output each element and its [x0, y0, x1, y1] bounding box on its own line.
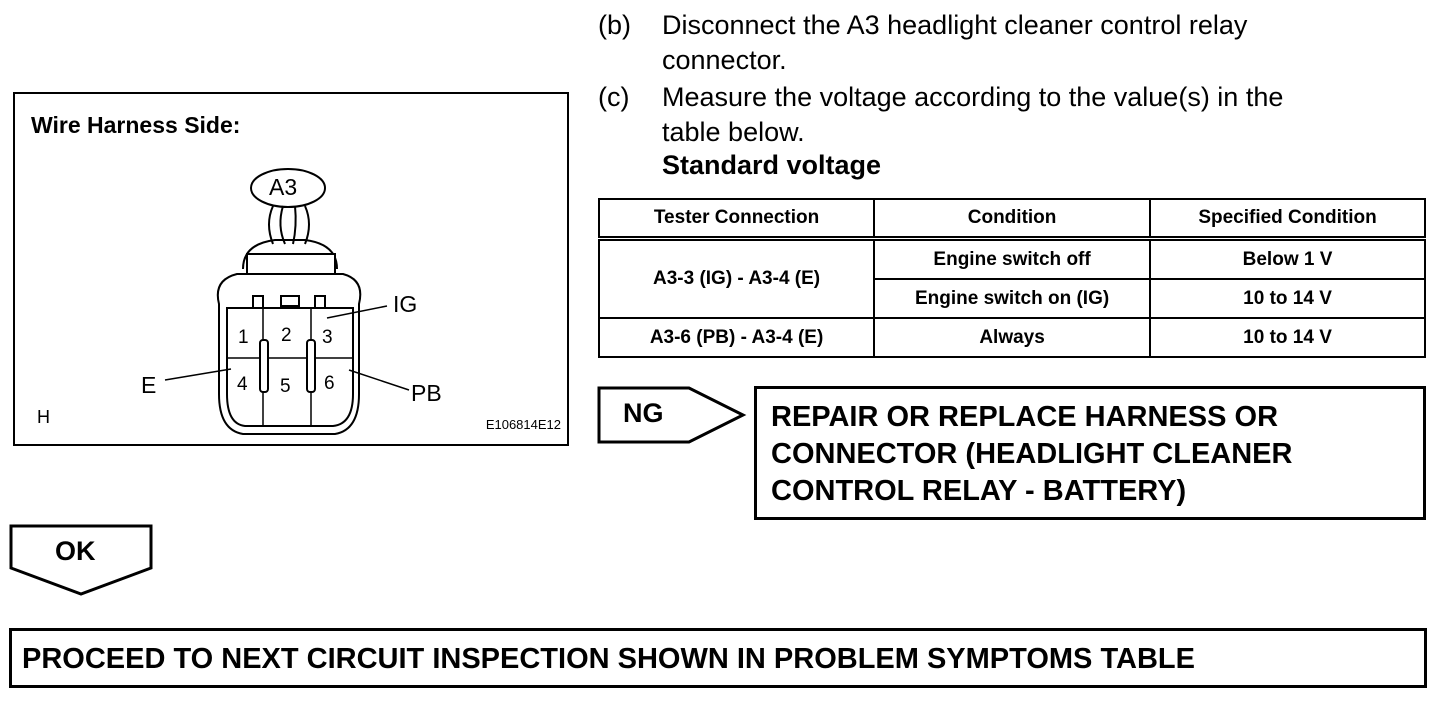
table-row: A3-3 (IG) - A3-4 (E) Engine switch off B…	[597, 237, 1426, 319]
e-label: E	[141, 372, 157, 398]
step-letter: (c)	[598, 82, 630, 112]
pb-label: PB	[411, 380, 442, 406]
ng-line: REPAIR OR REPLACE HARNESS OR	[771, 401, 1279, 433]
ng-result-text: REPAIR OR REPLACE HARNESS OR CONNECTOR (…	[771, 399, 1292, 510]
figure-corner-letter: H	[37, 407, 50, 427]
pin-1: 1	[238, 327, 249, 348]
proceed-text: PROCEED TO NEXT CIRCUIT INSPECTION SHOWN…	[22, 643, 1195, 675]
connector-figure: Wire Harness Side: A3 1 2 3 4 5 6 IG E P	[13, 92, 569, 446]
header-cell: Condition	[873, 198, 1152, 241]
step-text-line2: connector.	[662, 45, 787, 75]
condition-cell: Engine switch on (IG)	[873, 278, 1152, 319]
figure-title: Wire Harness Side:	[31, 112, 241, 138]
pin-3: 3	[322, 327, 333, 348]
ok-arrow: OK	[9, 524, 155, 598]
ng-line: CONNECTOR (HEADLIGHT CLEANER	[771, 438, 1293, 470]
condition-cell: Engine switch off	[873, 237, 1152, 280]
connector-diagram	[164, 168, 410, 435]
step-text-line1: Measure the voltage according to the val…	[662, 82, 1284, 112]
step-text-line2: table below.	[662, 117, 805, 147]
pin-5: 5	[280, 376, 291, 397]
step-c: (c) Measure the voltage according to the…	[598, 80, 1438, 150]
header-cell: Specified Condition	[1149, 198, 1426, 241]
ok-label: OK	[55, 536, 96, 566]
standard-label: Standard voltage	[662, 150, 882, 180]
ng-arrow: NG	[597, 386, 747, 444]
figure-code: E106814E12	[485, 417, 561, 432]
ig-label: IG	[393, 291, 418, 317]
table-header-row: Tester Connection Condition Specified Co…	[597, 198, 1426, 241]
spec-cell: 10 to 14 V	[1149, 278, 1426, 319]
condition-cell: Always	[873, 317, 1152, 358]
spec-cell: 10 to 14 V	[1149, 317, 1426, 358]
ng-label: NG	[623, 398, 664, 428]
step-text-line1: Disconnect the A3 headlight cleaner cont…	[662, 10, 1248, 40]
connection-cell: A3-3 (IG) - A3-4 (E)	[597, 237, 876, 319]
table-row: Engine switch on (IG) 10 to 14 V	[599, 278, 1426, 319]
header-cell: Tester Connection	[597, 198, 876, 241]
connection-cell: A3-6 (PB) - A3-4 (E)	[597, 317, 876, 358]
table-row: A3-6 (PB) - A3-4 (E) Always 10 to 14 V	[597, 317, 1426, 358]
pb-leader	[348, 369, 410, 391]
pin-2: 2	[281, 325, 292, 346]
ig-leader	[326, 305, 388, 319]
e-leader	[164, 368, 232, 381]
step-letter: (b)	[598, 10, 631, 40]
spec-table: Tester Connection Condition Specified Co…	[597, 198, 1426, 358]
connector-label-oval	[250, 168, 326, 208]
ng-line: CONTROL RELAY - BATTERY)	[771, 475, 1187, 507]
connector-label: A3	[269, 174, 298, 200]
proceed-box: PROCEED TO NEXT CIRCUIT INSPECTION SHOWN…	[9, 628, 1427, 688]
ng-result-box: REPAIR OR REPLACE HARNESS OR CONNECTOR (…	[754, 386, 1426, 520]
spec-cell: Below 1 V	[1149, 237, 1426, 280]
step-b: (b) Disconnect the A3 headlight cleaner …	[598, 8, 1438, 78]
pin-4: 4	[237, 374, 248, 395]
wires	[268, 205, 310, 245]
pin-6: 6	[324, 373, 335, 394]
